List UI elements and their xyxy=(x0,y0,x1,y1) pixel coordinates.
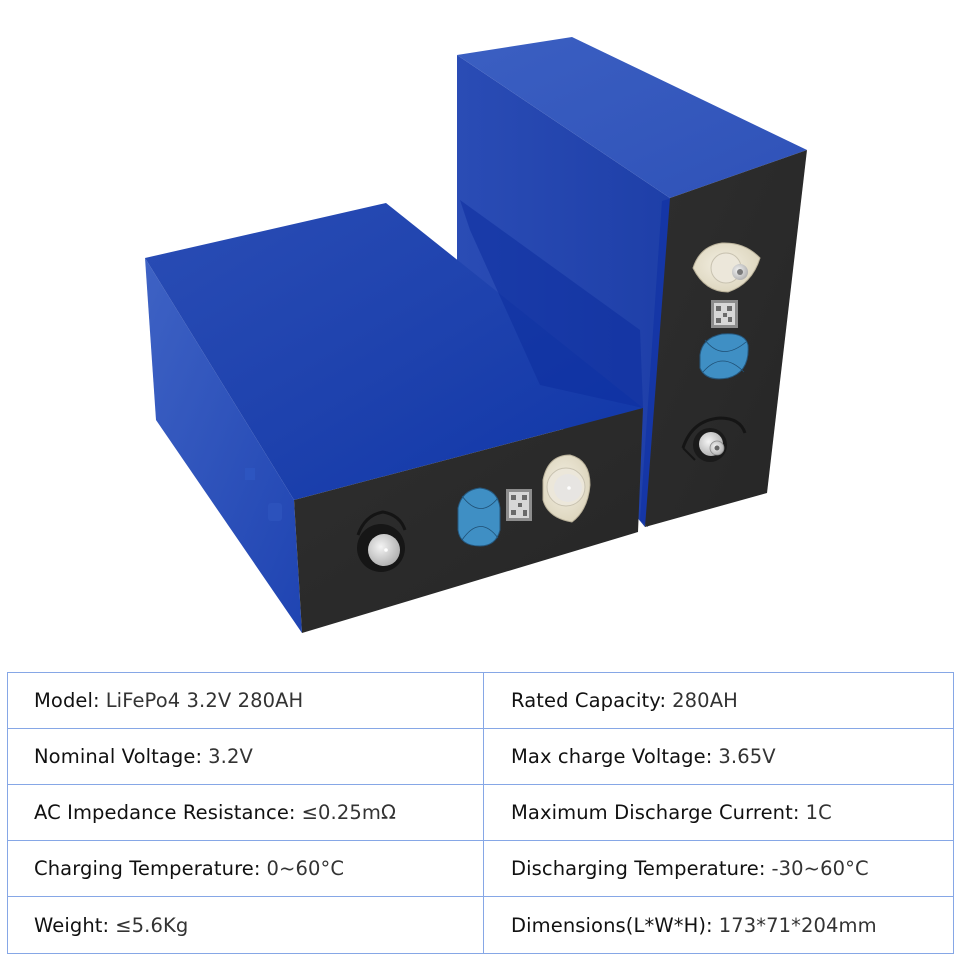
spec-label: Discharging Temperature: xyxy=(511,857,766,880)
spec-ac-impedance: AC Impedance Resistance: ≤0.25mΩ xyxy=(8,785,484,841)
specification-table: Model: LiFePo4 3.2V 280AH Rated Capacity… xyxy=(7,672,954,954)
spec-value: 0~60°C xyxy=(266,857,345,880)
spec-value: 1C xyxy=(805,801,832,824)
spec-label: AC Impedance Resistance: xyxy=(34,801,296,824)
spec-value: 3.65V xyxy=(718,745,776,768)
positive-terminal-icon xyxy=(542,454,591,523)
spec-nominal-voltage: Nominal Voltage: 3.2V xyxy=(8,729,484,785)
spec-value: 3.2V xyxy=(208,745,253,768)
safety-vent-icon xyxy=(457,487,501,547)
negative-terminal-icon xyxy=(356,510,407,572)
spec-rated-capacity: Rated Capacity: 280AH xyxy=(484,673,953,729)
spec-label: Charging Temperature: xyxy=(34,857,261,880)
spec-value: LiFePo4 3.2V 280AH xyxy=(105,689,304,712)
spec-label: Weight: xyxy=(34,913,110,937)
spec-charging-temperature: Charging Temperature: 0~60°C xyxy=(8,841,484,897)
spec-label: Nominal Voltage: xyxy=(34,745,203,768)
spec-max-charge-voltage: Max charge Voltage: 3.65V xyxy=(484,729,953,785)
spec-label: Model: xyxy=(34,689,100,712)
spec-value: 280AH xyxy=(672,689,738,712)
spec-max-discharge-current: Maximum Discharge Current: 1C xyxy=(484,785,953,841)
spec-model: Model: LiFePo4 3.2V 280AH xyxy=(8,673,484,729)
positive-terminal-icon xyxy=(692,242,761,293)
qr-code-label-icon xyxy=(711,300,738,328)
spec-value: ≤5.6Kg xyxy=(115,913,189,937)
safety-vent-icon xyxy=(699,333,749,380)
product-image xyxy=(145,37,807,633)
spec-label: Dimensions(L*W*H): xyxy=(511,913,713,937)
spec-weight: Weight: ≤5.6Kg xyxy=(8,897,484,953)
spec-label: Maximum Discharge Current: xyxy=(511,801,800,824)
spec-label: Rated Capacity: xyxy=(511,689,667,712)
negative-terminal-icon xyxy=(681,416,747,462)
spec-dimensions: Dimensions(L*W*H): 173*71*204mm xyxy=(484,897,953,953)
lying-battery-cell xyxy=(145,200,643,633)
spec-discharging-temperature: Discharging Temperature: -30~60°C xyxy=(484,841,953,897)
spec-value: ≤0.25mΩ xyxy=(301,801,396,824)
spec-value: -30~60°C xyxy=(771,857,869,880)
spec-value: 173*71*204mm xyxy=(718,913,877,937)
spec-label: Max charge Voltage: xyxy=(511,745,713,768)
qr-code-label-icon xyxy=(506,489,532,521)
